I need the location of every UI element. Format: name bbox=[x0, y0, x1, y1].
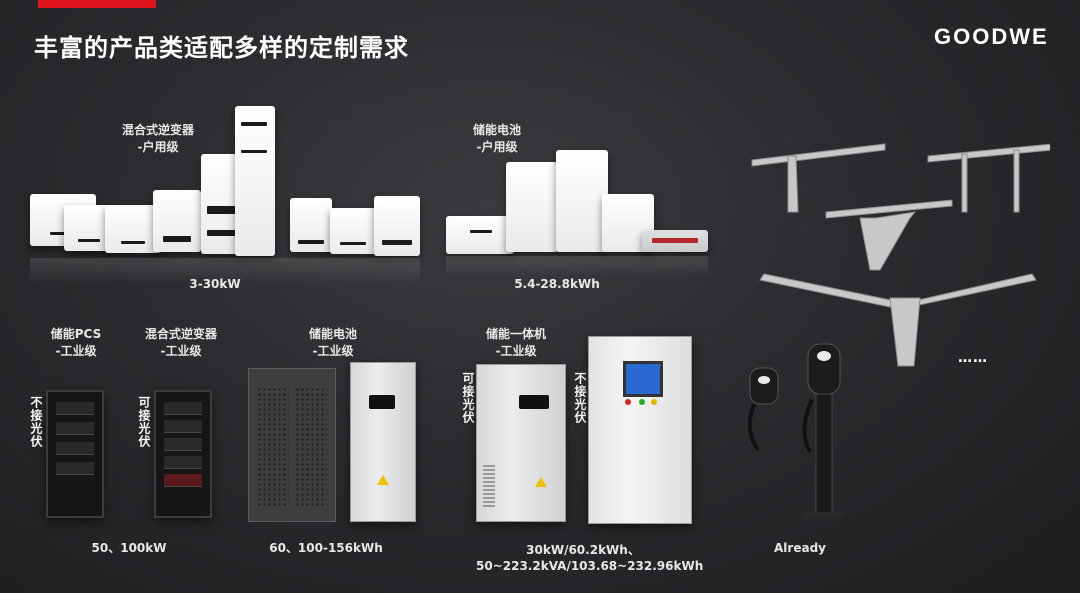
hybrid-inverter-industrial-cabinet bbox=[154, 390, 212, 518]
all-in-one-pv-ok-note: 可接光伏 bbox=[461, 372, 475, 424]
goodwe-logo: GOODWE bbox=[934, 24, 1049, 49]
all-in-one-capacity: 30kW/60.2kWh、 50~223.2kVA/103.68~232.96k… bbox=[476, 543, 704, 573]
industrial-battery-rack bbox=[248, 368, 336, 522]
battery-residential-label: 储能电池 -户用级 bbox=[472, 123, 521, 154]
industrial-battery-cabinet bbox=[350, 362, 416, 522]
more-ellipsis: …… bbox=[958, 350, 988, 366]
pcs-capacity: 50、100kW bbox=[91, 541, 167, 555]
accent-bar bbox=[38, 0, 156, 8]
all-in-one-no-pv-note: 不接光伏 bbox=[573, 372, 587, 424]
pcs-no-pv-note: 不接光伏 bbox=[29, 396, 43, 448]
hybrid-pv-ok-note: 可接光伏 bbox=[137, 396, 151, 448]
hybrid-inverter-residential-capacity: 3-30kW bbox=[189, 277, 241, 291]
ev-charger-caption: Already bbox=[774, 541, 826, 555]
pcs-industrial-cabinet bbox=[46, 390, 104, 518]
all-in-one-label: 储能一体机 -工业级 bbox=[485, 327, 546, 358]
hybrid-inverter-industrial-label: 混合式逆变器 -工业级 bbox=[144, 327, 217, 358]
all-in-one-cabinet-a bbox=[476, 364, 566, 522]
battery-residential-capacity: 5.4-28.8kWh bbox=[514, 277, 600, 291]
page-title: 丰富的产品类适配多样的定制需求 bbox=[34, 34, 409, 62]
battery-industrial-capacity: 60、100-156kWh bbox=[269, 541, 383, 555]
all-in-one-cabinet-b bbox=[588, 336, 692, 524]
pcs-industrial-label: 储能PCS -工业级 bbox=[50, 327, 102, 358]
battery-industrial-label: 储能电池 -工业级 bbox=[308, 327, 357, 358]
hybrid-inverter-residential-label: 混合式逆变器 -户用级 bbox=[121, 123, 194, 154]
ev-charger-icon bbox=[747, 343, 844, 518]
solar-carport-icon bbox=[751, 143, 1050, 367]
